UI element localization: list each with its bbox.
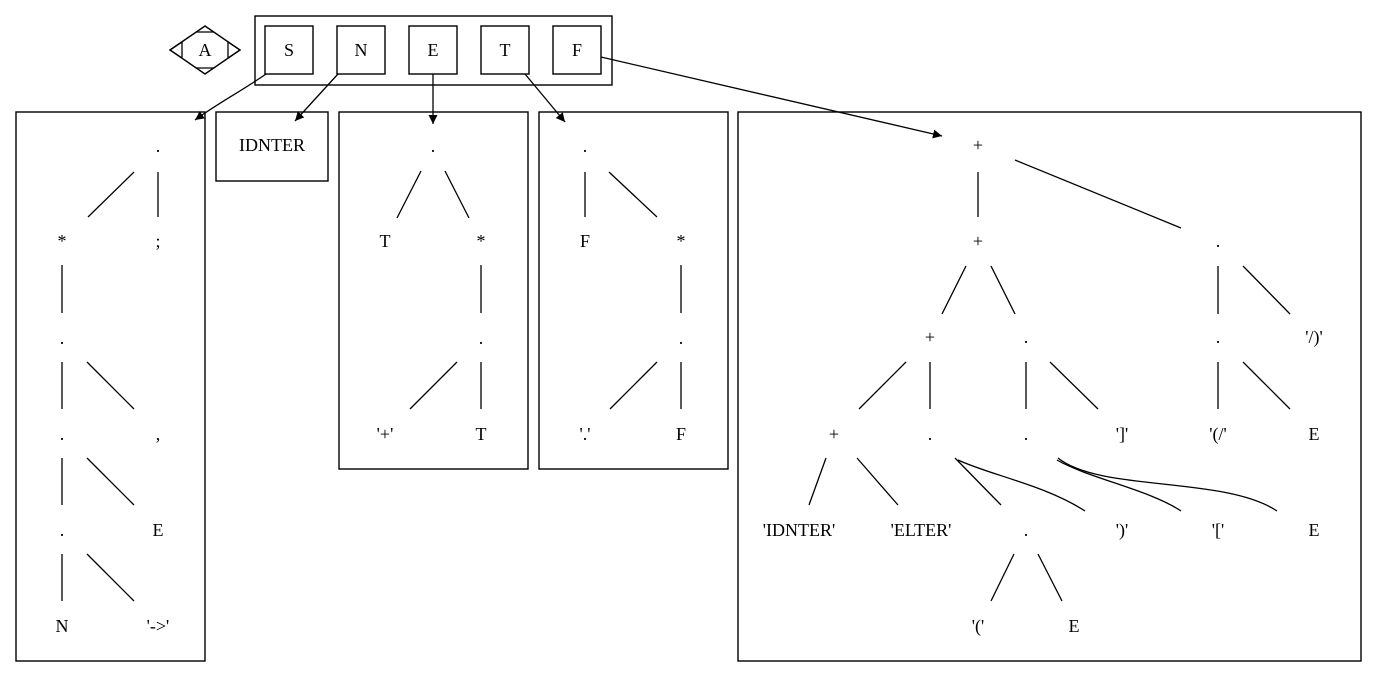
- tree-e-node: *: [477, 231, 486, 251]
- tree-f-node: +: [973, 231, 983, 251]
- tree-t: . F * . '.' F: [538, 111, 729, 470]
- tree-f-node: .: [1024, 520, 1029, 540]
- tree-t-node: '.': [580, 424, 591, 444]
- symbol-t[interactable]: T: [480, 25, 530, 75]
- tree-f-node: E: [1309, 424, 1320, 444]
- tree-t-node: F: [676, 424, 686, 444]
- symbol-s[interactable]: S: [264, 25, 314, 75]
- tree-f-node: ']': [1116, 424, 1128, 444]
- symbol-f-box[interactable]: [552, 25, 602, 75]
- tree-f-node: E: [1309, 520, 1320, 540]
- tree-f-node: '(/': [1209, 424, 1226, 445]
- tree-s-node: E: [153, 520, 164, 540]
- arrow-s-to-tree: [194, 73, 267, 121]
- tree-f-node: 'IDNTER': [763, 520, 835, 540]
- tree-f-node: .: [1024, 424, 1029, 444]
- tree-f-node: 'ELTER': [891, 520, 952, 540]
- tree-e-node: .: [431, 136, 436, 156]
- arrow-t-to-tree: [524, 73, 566, 123]
- tree-s-node: *: [58, 231, 67, 251]
- tree-f-node: '[': [1212, 520, 1224, 540]
- tree-s-node: '->': [147, 616, 170, 636]
- symbol-e[interactable]: E: [408, 25, 458, 75]
- symbol-s-label: S: [284, 40, 294, 60]
- tree-e: . T * . '+' T: [338, 111, 529, 470]
- tree-f-frame: [737, 111, 1362, 662]
- symbol-n-label: N: [355, 40, 368, 60]
- ident-box-frame: [215, 111, 329, 182]
- tree-f-node: +: [829, 424, 839, 444]
- tree-s-node: .: [60, 424, 65, 444]
- tree-s-node: .: [156, 136, 161, 156]
- symbol-t-label: T: [500, 40, 511, 60]
- tree-f-node: .: [928, 424, 933, 444]
- symbol-f[interactable]: F: [552, 25, 602, 75]
- tree-e-node: T: [476, 424, 487, 444]
- tree-s: . * ; . . , . E N '->': [15, 111, 206, 662]
- tree-f-node: ')': [1116, 520, 1128, 541]
- symbol-n-box[interactable]: [336, 25, 386, 75]
- tree-s-frame: [15, 111, 206, 662]
- symbol-s-box[interactable]: [264, 25, 314, 75]
- tree-s-node: .: [60, 520, 65, 540]
- tree-f-node: '(': [972, 616, 984, 637]
- arrow-f-to-tree: [600, 56, 943, 139]
- tree-f-node: .: [1216, 231, 1221, 251]
- tree-t-node: F: [580, 231, 590, 251]
- start-diamond-right-notch: [227, 41, 242, 60]
- tree-s-node: .: [60, 328, 65, 348]
- tree-s-node: ;: [155, 231, 160, 251]
- tree-e-frame: [338, 111, 529, 470]
- tree-t-node: *: [677, 231, 686, 251]
- tree-e-node: .: [479, 328, 484, 348]
- tree-f: + + . + . . '/)' + . . ']' '(/' E 'IDNTE…: [737, 111, 1362, 662]
- tree-t-node: .: [583, 136, 588, 156]
- tree-s-node: ,: [156, 424, 161, 444]
- start-diamond-left-notch: [168, 41, 183, 60]
- tree-e-node: T: [380, 231, 391, 251]
- tree-f-node: +: [973, 135, 983, 155]
- tree-e-node: '+': [377, 424, 394, 444]
- tree-f-node: E: [1069, 616, 1080, 636]
- arrow-n-to-ident: [294, 73, 339, 122]
- symbol-e-label: E: [428, 40, 439, 60]
- tree-t-node: .: [679, 328, 684, 348]
- start-node: A: [168, 25, 242, 75]
- tree-f-node: '/)': [1305, 327, 1322, 348]
- tree-f-node: .: [1024, 327, 1029, 347]
- ident-box: IDNTER: [215, 111, 329, 182]
- ident-box-label: IDNTER: [239, 135, 305, 155]
- tree-t-frame: [538, 111, 729, 470]
- start-label: A: [199, 40, 212, 60]
- tree-f-node: +: [925, 327, 935, 347]
- symbol-t-box[interactable]: [480, 25, 530, 75]
- symbol-n[interactable]: N: [336, 25, 386, 75]
- tree-s-node: N: [56, 616, 69, 636]
- tree-f-node: .: [1216, 327, 1221, 347]
- symbol-f-label: F: [572, 40, 582, 60]
